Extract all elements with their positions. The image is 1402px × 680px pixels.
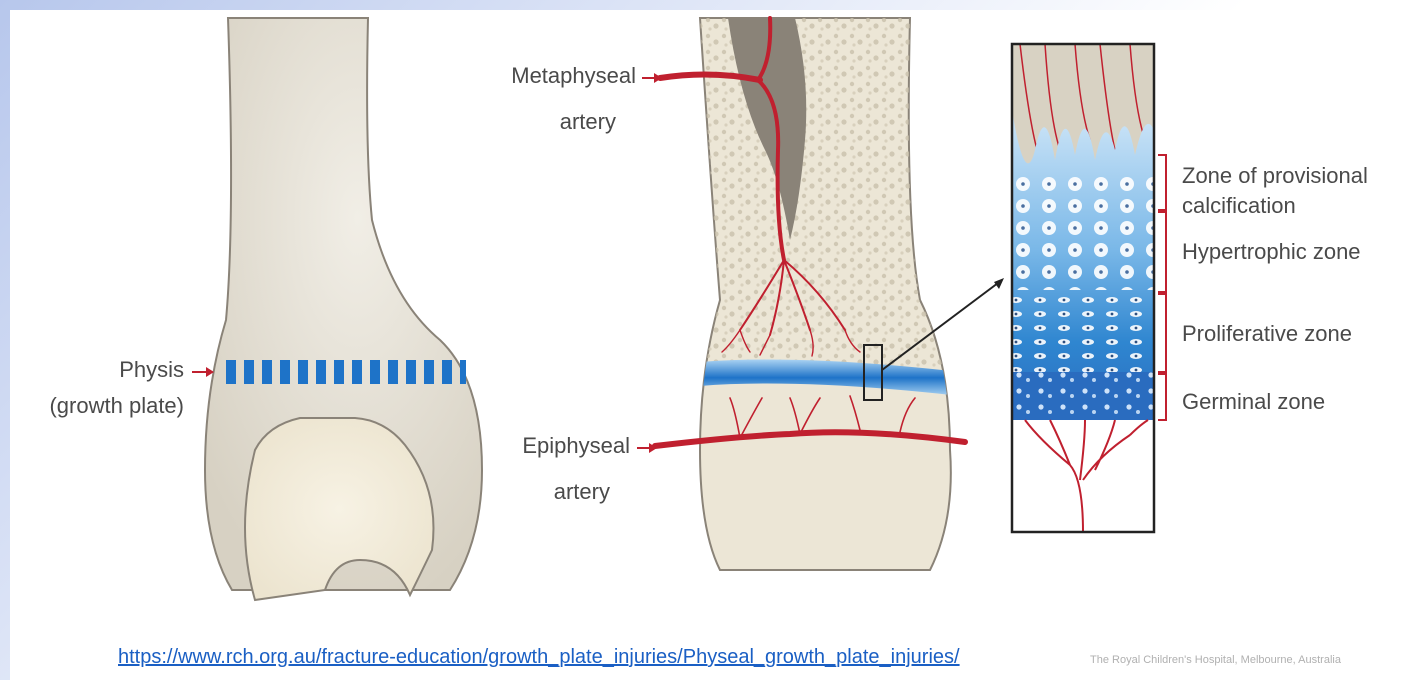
metaphyseal-label-line2: artery — [470, 108, 616, 136]
zone-provisional-label-line1: Zone of provisional — [1182, 162, 1368, 190]
zone-hypertrophic-label: Hypertrophic zone — [1182, 238, 1361, 266]
epiphyseal-label-line1: Epiphyseal — [470, 432, 630, 460]
physis-sublabel: (growth plate) — [20, 392, 184, 420]
zone-panel — [1012, 44, 1154, 532]
femur-vascular — [700, 18, 960, 570]
physis-label-line2: (growth plate) — [49, 393, 184, 418]
metaphyseal-arrow — [642, 73, 662, 83]
pointer-arrowhead — [994, 278, 1004, 289]
zone-germinal-label: Germinal zone — [1182, 388, 1325, 416]
epiphyseal-label-line2: artery — [470, 478, 610, 506]
zone-proliferative-label: Proliferative zone — [1182, 320, 1352, 348]
zone-brackets — [1158, 155, 1166, 420]
metaphyseal-label-line1: Metaphyseal — [470, 62, 636, 90]
physis-label-line1: Physis — [119, 357, 184, 382]
image-credit: The Royal Children's Hospital, Melbourne… — [1090, 654, 1341, 666]
physis-arrow — [192, 367, 214, 377]
femur-outline — [205, 18, 482, 600]
zone-provisional-label-line2: calcification — [1182, 192, 1296, 220]
source-link[interactable]: https://www.rch.org.au/fracture-educatio… — [118, 646, 960, 669]
physis-label: Physis — [60, 356, 184, 384]
